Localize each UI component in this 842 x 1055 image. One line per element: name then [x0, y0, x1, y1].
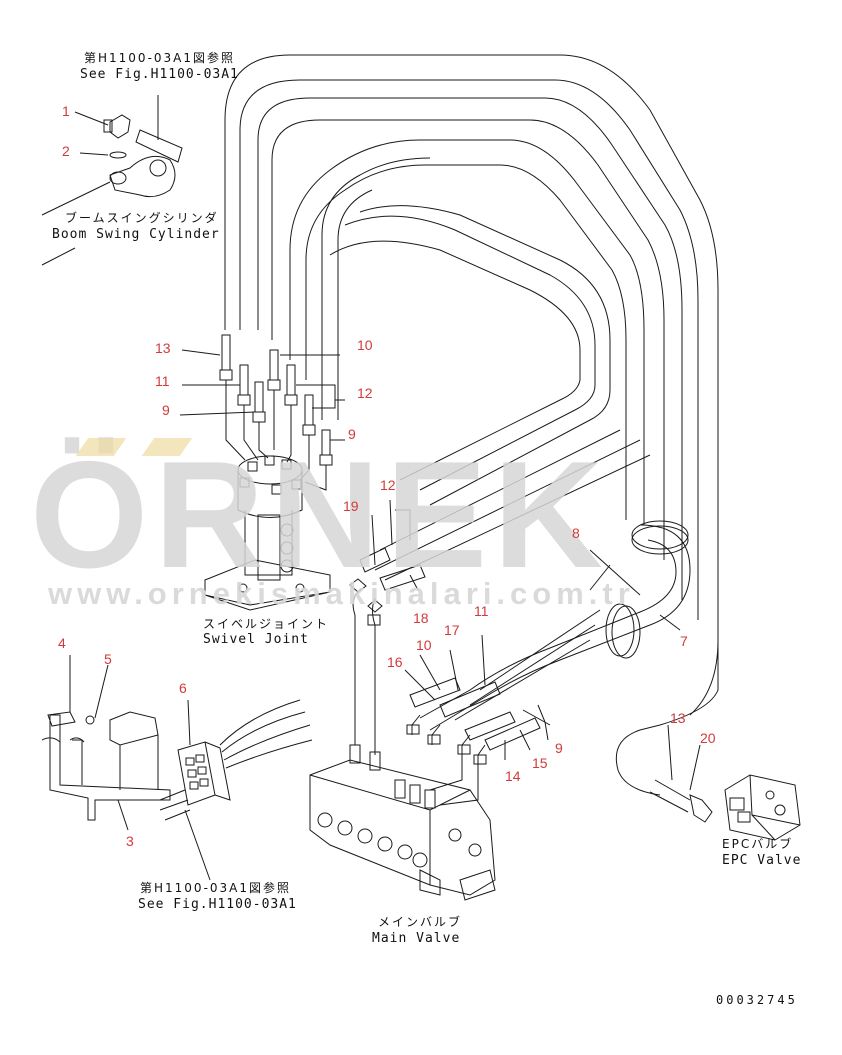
callout-c11a: 11	[155, 373, 170, 389]
epc-valve-en: EPC Valve	[722, 853, 802, 868]
epc-valve-block	[724, 774, 801, 841]
swivel-joint-jp: スイベルジョイント	[203, 617, 330, 631]
epc-valve-jp: EPCバルブ	[722, 837, 794, 851]
callout-c9a: 9	[162, 402, 170, 418]
callout-c8: 8	[572, 525, 580, 541]
callout-c13b: 13	[670, 710, 686, 726]
callout-c2: 2	[62, 143, 70, 159]
callout-c16: 16	[387, 654, 403, 670]
callout-c10b: 10	[416, 637, 432, 653]
hose-bundle	[224, 54, 719, 716]
callout-c7: 7	[680, 633, 688, 649]
callout-c1: 1	[62, 103, 70, 119]
swivel-to-valve-hoses	[349, 547, 541, 806]
callout-c20: 20	[700, 730, 716, 746]
callout-c18: 18	[413, 610, 429, 626]
bracket-assembly	[41, 711, 171, 821]
epc-hose	[615, 640, 719, 823]
callout-c11b: 11	[474, 603, 489, 619]
connector-assembly	[159, 699, 313, 821]
swivel-joint-body	[204, 455, 331, 611]
lines-to-swivel	[374, 429, 651, 581]
callout-c5: 5	[104, 651, 112, 667]
reference-bottom-jp: 第H1100-03A1図参照	[140, 881, 292, 895]
callout-c3: 3	[126, 833, 134, 849]
callout-c9c: 9	[555, 740, 563, 756]
boom-swing-cylinder-en: Boom Swing Cylinder	[52, 227, 220, 242]
callout-c17: 17	[444, 622, 460, 638]
main-valve-body	[309, 744, 496, 901]
swivel-joint-en: Swivel Joint	[203, 632, 309, 647]
boom-swing-parts	[103, 114, 183, 198]
boom-swing-cylinder-jp: ブームスイングシリンダ	[65, 211, 219, 225]
callout-c12a: 12	[357, 385, 373, 401]
callout-c14: 14	[505, 768, 521, 784]
callout-c15: 15	[532, 755, 548, 771]
reference-top-jp: 第H1100-03A1図参照	[84, 51, 236, 65]
callout-c12b: 12	[380, 477, 396, 493]
reference-top-en: See Fig.H1100-03A1	[80, 67, 239, 82]
callout-c19: 19	[343, 498, 359, 514]
callout-c4: 4	[58, 635, 66, 651]
callout-c13a: 13	[155, 340, 171, 356]
reference-bottom-en: See Fig.H1100-03A1	[138, 897, 297, 912]
leader-lines	[41, 95, 701, 881]
callout-c9b: 9	[348, 426, 356, 442]
callout-c10a: 10	[357, 337, 373, 353]
callout-c6: 6	[179, 680, 187, 696]
main-valve-en: Main Valve	[372, 931, 461, 946]
main-valve-jp: メインバルブ	[378, 915, 463, 929]
swivel-hose-fittings	[219, 334, 333, 491]
drawing-number: 00032745	[716, 993, 798, 1007]
elbow-hose	[419, 520, 691, 731]
